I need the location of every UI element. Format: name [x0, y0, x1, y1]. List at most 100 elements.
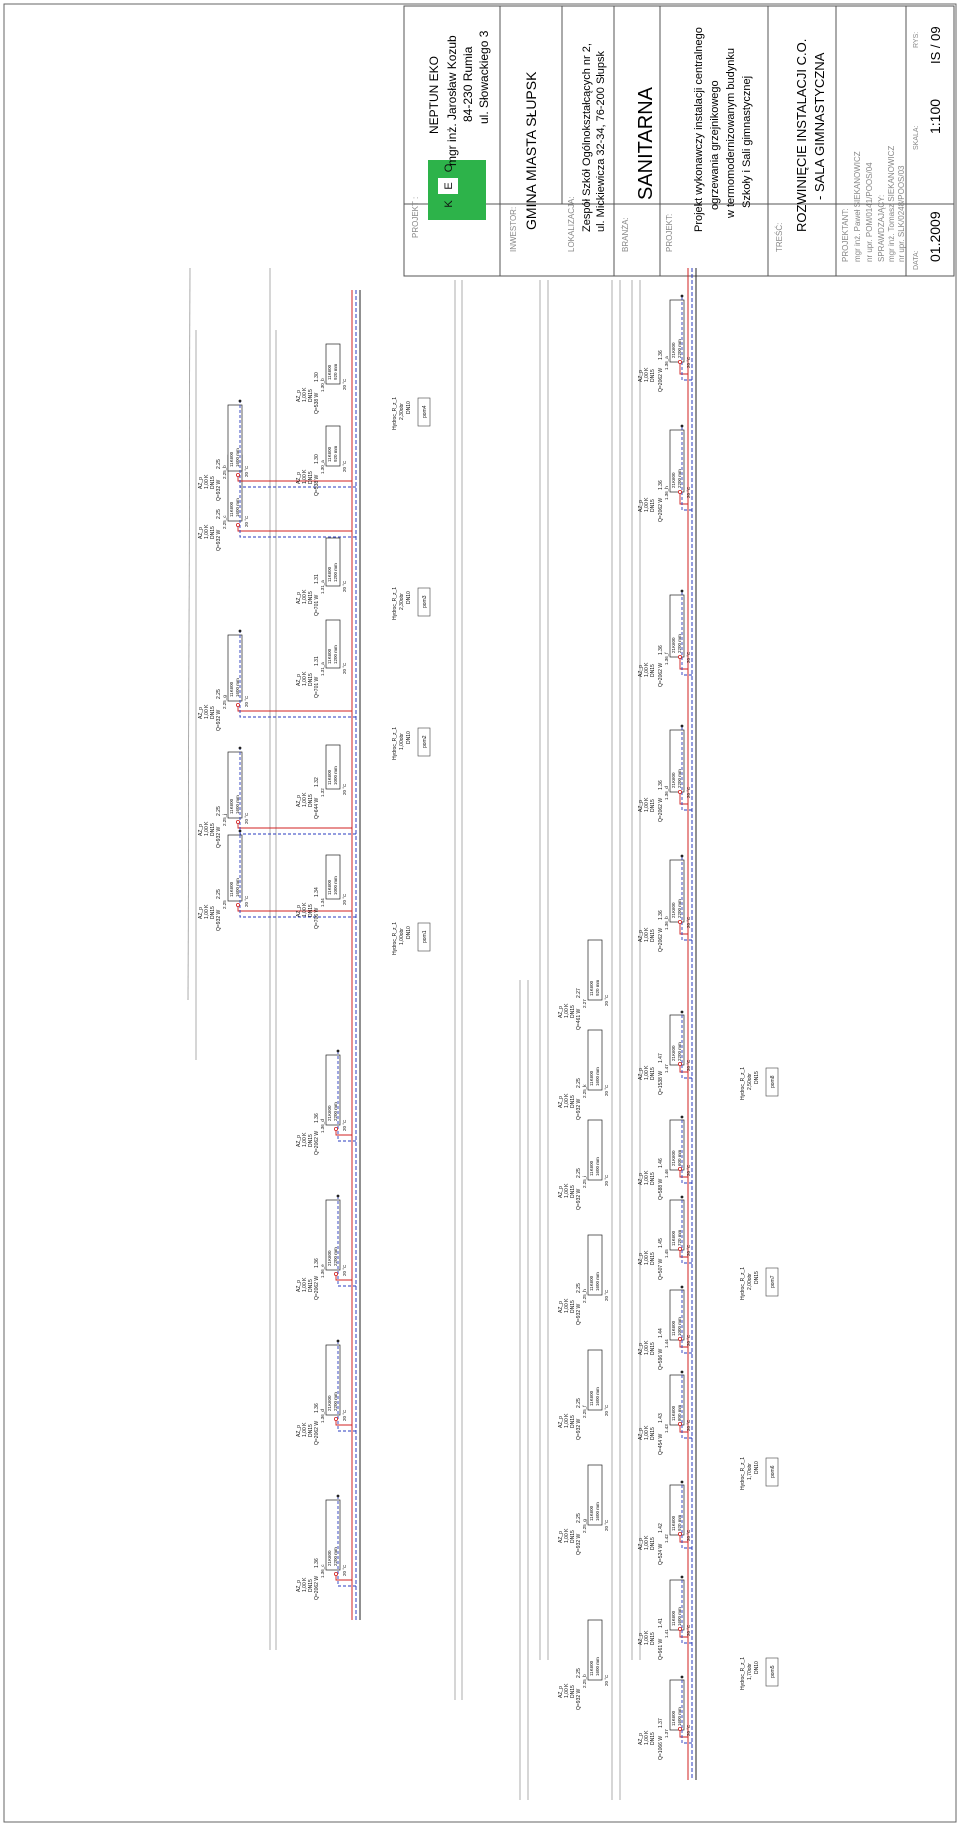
- radiator-type: 21K600: [671, 637, 676, 653]
- air-vent-k: 1,00 K: [564, 1528, 570, 1543]
- radiator-id: 1.45: [664, 1249, 669, 1258]
- branza-value: SANITARNA: [635, 86, 657, 200]
- radiator-id: 2.25: [222, 900, 227, 909]
- air-vent-dn: DN15: [650, 1537, 656, 1550]
- valve-symbol: [678, 1727, 683, 1732]
- radiator-label: 1.30: [314, 454, 320, 464]
- lockshield-symbol: [680, 1675, 684, 1679]
- room-label: pom6: [770, 1465, 776, 1478]
- air-vent-dn: DN15: [650, 1067, 656, 1080]
- radiator-heat-output: Q=932 W: [216, 709, 222, 731]
- radiator-label: 1.36: [658, 910, 664, 920]
- projekt2-label: PROJEKT:: [665, 214, 674, 252]
- radiator-temperature: 20 °C: [244, 812, 249, 824]
- balancing-valve-dn: DN10: [406, 926, 412, 939]
- radiator-id: 1.31_a: [320, 662, 325, 676]
- radiator-heat-output: Q=461 W: [576, 1008, 582, 1030]
- air-vent-name: AZ_p: [558, 1416, 564, 1428]
- room-box: [417, 587, 431, 617]
- branch-supply: [679, 1249, 688, 1258]
- air-vent-name: AZ_p: [638, 800, 644, 812]
- radiator-temperature: 20 °C: [342, 1264, 347, 1276]
- room-label: pom2: [422, 735, 428, 748]
- radiator-type: 11K600: [327, 769, 332, 785]
- radiator-label: 2.25: [216, 889, 222, 899]
- branch-return: [337, 1341, 356, 1432]
- radiator-temperature: 20 °C: [604, 1674, 609, 1686]
- logo-letter-k: K: [443, 200, 455, 208]
- radiator-id: 1.36_b: [664, 916, 669, 930]
- radiator-heat-output: Q=588 W: [658, 1178, 664, 1200]
- radiator-id: 1.36_e: [320, 1264, 325, 1278]
- radiator-length: 1000 mm: [677, 1317, 682, 1336]
- air-vent-k: 1,00 K: [644, 497, 650, 512]
- radiator-id: 2.25_h: [582, 1289, 587, 1303]
- branch-return: [239, 748, 356, 835]
- air-vent-name: AZ_p: [558, 1531, 564, 1543]
- air-vent-name: AZ_p: [198, 707, 204, 719]
- radiator-label: 1.44: [658, 1328, 664, 1338]
- radiator-temperature: 20 °C: [342, 1564, 347, 1576]
- valve-symbol: [333, 1272, 338, 1277]
- radiator-type: 21K600: [327, 1105, 332, 1121]
- radiator-heat-output: Q=2062 W: [658, 798, 664, 822]
- radiator-type: 11K600: [327, 879, 332, 895]
- radiator-heat-output: Q=2062 W: [658, 368, 664, 392]
- air-vent-name: AZ_p: [296, 1425, 302, 1437]
- radiator-label: 2.25: [216, 509, 222, 519]
- radiator-temperature: 20 °C: [604, 1289, 609, 1301]
- air-vent-name: AZ_p: [638, 1253, 644, 1265]
- valve-symbol: [333, 1572, 338, 1577]
- radiator-temperature: 20 °C: [342, 1119, 347, 1131]
- air-vent-name: AZ_p: [638, 1068, 644, 1080]
- branch-return: [681, 1677, 692, 1744]
- radiator-length: 1600 mm: [677, 1707, 682, 1726]
- air-vent-dn: DN15: [308, 591, 314, 604]
- balancing-valve-setting: 2,30obr: [399, 403, 405, 420]
- radiator-temperature: 20 °C: [686, 651, 691, 663]
- inwestor-label: INWESTOR:: [509, 207, 518, 252]
- radiator-label: 1.36: [658, 780, 664, 790]
- air-vent-name: AZ_p: [198, 527, 204, 539]
- room-box: [417, 727, 431, 757]
- radiator-length: 720 mm: [677, 1229, 682, 1246]
- radiator-temperature: 20 °C: [686, 1244, 691, 1256]
- radiator-label: 1.36: [314, 1558, 320, 1568]
- branch-return: [681, 1372, 692, 1439]
- radiator-heat-output: Q=932 W: [216, 479, 222, 501]
- branch-return: [681, 1012, 692, 1079]
- sprawdzajacy-name: mgr inż. Tomasz SIEKANOWICZ: [887, 146, 896, 262]
- radiator-length: 600 mm: [677, 1149, 682, 1166]
- radiator-type: 11K600: [327, 648, 332, 664]
- air-vent-k: 1,00 K: [302, 671, 308, 686]
- radiator-length: 2200 mm: [677, 899, 682, 918]
- air-vent-dn: DN15: [210, 906, 216, 919]
- rys-value: IS / 09: [928, 26, 943, 64]
- air-vent-k: 1,00 K: [644, 1170, 650, 1185]
- radiator: [587, 1349, 603, 1411]
- branch-return: [337, 1196, 356, 1287]
- air-vent-name: AZ_p: [638, 500, 644, 512]
- air-vent-dn: DN15: [570, 1185, 576, 1198]
- air-vent-dn: DN15: [210, 706, 216, 719]
- air-vent-dn: DN15: [308, 1279, 314, 1292]
- branch-supply: [679, 1169, 688, 1178]
- branch-return: [681, 1577, 692, 1644]
- radiator-label: 1.46: [658, 1158, 664, 1168]
- radiator-temperature: 20 °C: [342, 460, 347, 472]
- air-vent-dn: DN15: [650, 1732, 656, 1745]
- radiator-heat-output: Q=524 W: [658, 1543, 664, 1565]
- radiator-heat-output: Q=932 W: [216, 909, 222, 931]
- radiator-type: 21K600: [671, 902, 676, 918]
- air-vent-name: AZ_p: [558, 1096, 564, 1108]
- radiator-label: 2.25: [576, 1398, 582, 1408]
- branch-return: [681, 426, 692, 511]
- radiator: [669, 429, 685, 493]
- valve-symbol: [333, 1127, 338, 1132]
- air-vent-dn: DN15: [308, 389, 314, 402]
- balancing-valve-dn: DN10: [754, 1661, 760, 1674]
- branza-label: BRANŻA:: [621, 217, 630, 252]
- radiator-temperature: 20 °C: [686, 1724, 691, 1736]
- radiator-length: 1600 mm: [595, 1657, 600, 1676]
